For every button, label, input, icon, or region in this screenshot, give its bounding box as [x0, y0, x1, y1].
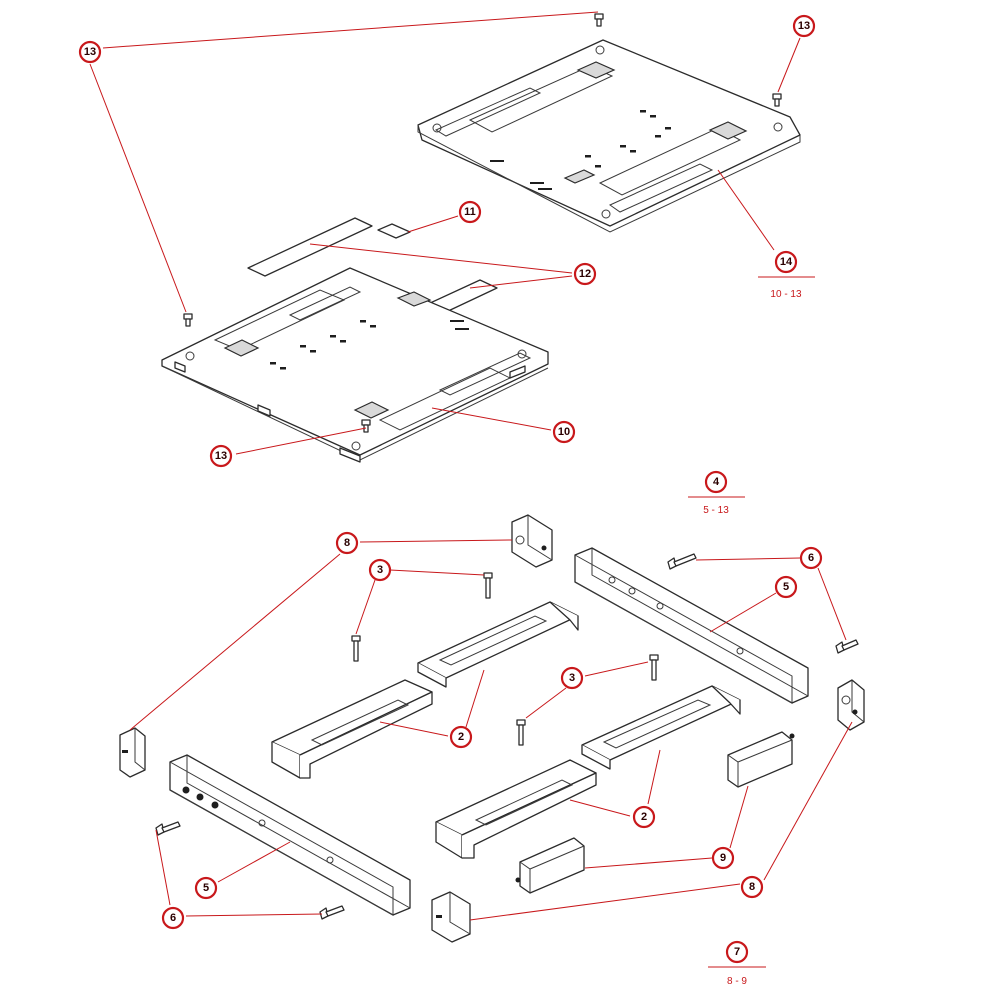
callout-number: 2: [641, 811, 647, 823]
rails-5: [169, 547, 809, 916]
callout-5-right: 5: [774, 575, 798, 599]
callout-number: 10: [558, 426, 570, 438]
callout-number: 6: [170, 912, 176, 924]
callout-number: 13: [798, 20, 810, 32]
range-label: 8 - 9: [727, 976, 747, 987]
callout-number: 14: [780, 256, 793, 268]
callout-number: 7: [734, 946, 740, 958]
screws-3-and-6: [155, 553, 859, 920]
screw-13-right: [772, 93, 782, 107]
lower-plate-assembly: [161, 267, 549, 463]
callout-13-top-right: 13: [792, 14, 816, 38]
callout-2-left: 2: [449, 725, 473, 749]
callout-number: 8: [749, 881, 755, 893]
callout-13-top-left: 13: [78, 40, 102, 64]
callout-number: 12: [579, 268, 591, 280]
callout-number: 4: [713, 476, 720, 488]
callout-8-top: 8: [335, 531, 359, 555]
callout-3-top: 3: [368, 558, 392, 582]
end-caps-8: [119, 514, 865, 943]
callout-number: 3: [377, 564, 383, 576]
callout-12: 12: [573, 262, 597, 286]
callout-number: 5: [203, 882, 209, 894]
cylinders-9: [515, 731, 795, 894]
callout-7: 7 8 - 9: [708, 940, 766, 987]
leader-lines: [89, 11, 853, 921]
callout-5-left: 5: [194, 876, 218, 900]
callout-10: 10: [552, 420, 576, 444]
callout-14: 14 10 - 13: [758, 250, 815, 300]
top-plate-assembly: [417, 39, 801, 233]
callout-number: 13: [215, 450, 227, 462]
screw-13-left: [183, 313, 193, 327]
callout-number: 13: [84, 46, 96, 58]
callout-number: 9: [720, 852, 726, 864]
range-label: 10 - 13: [770, 289, 802, 300]
callout-2-right: 2: [632, 805, 656, 829]
callout-6-left: 6: [161, 906, 185, 930]
callout-number: 2: [458, 731, 464, 743]
callout-13-lower: 13: [209, 444, 233, 468]
callout-4: 4 5 - 13: [688, 470, 745, 516]
screw-13-top: [594, 13, 604, 27]
small-label: [377, 223, 411, 239]
brackets-2: [271, 601, 741, 859]
range-label: 5 - 13: [703, 505, 729, 516]
callout-9: 9: [711, 846, 735, 870]
callout-number: 3: [569, 672, 575, 684]
strip-left: [247, 217, 373, 277]
callout-number: 11: [464, 206, 476, 218]
callout-8-bottom: 8: [740, 875, 764, 899]
callout-number: 8: [344, 537, 350, 549]
callout-number: 6: [808, 552, 814, 564]
callout-number: 5: [783, 581, 789, 593]
callout-6-right: 6: [799, 546, 823, 570]
callout-3-mid: 3: [560, 666, 584, 690]
callout-11: 11: [458, 200, 482, 224]
